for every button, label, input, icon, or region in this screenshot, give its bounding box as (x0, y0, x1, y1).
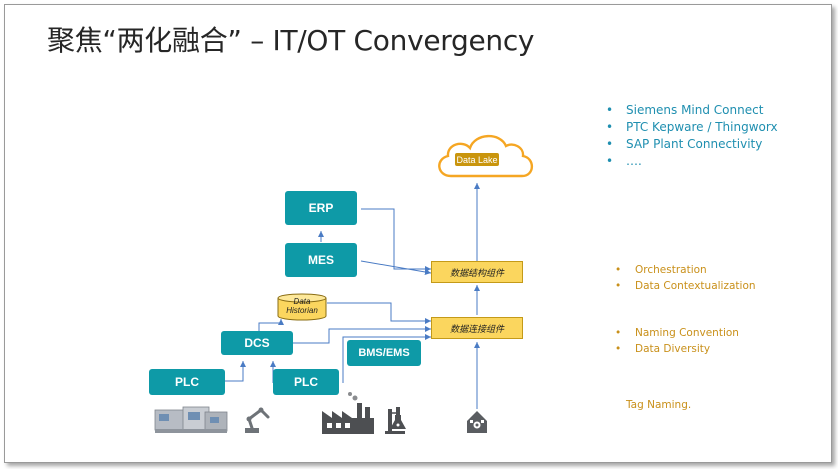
factory-icon (322, 392, 374, 434)
data-connect-component: 数据连接组件 (431, 317, 523, 339)
list-item: SAP Plant Connectivity (606, 136, 778, 153)
robot-arm-icon (245, 407, 270, 433)
historian-line-1: Data (293, 297, 311, 306)
machine-tools-icon (154, 406, 228, 433)
bms-ems-node: BMS/EMS (347, 340, 421, 366)
connect-function-list: Naming Convention Data Diversity (615, 326, 739, 357)
plc-node-2: PLC (273, 369, 339, 395)
connectivity-product-list: Siemens Mind Connect PTC Kepware / Thing… (606, 102, 778, 170)
connector-plc2-connect (342, 334, 431, 383)
plc-node-1: PLC (149, 369, 225, 395)
diagram-connectors (154, 134, 534, 434)
list-item: PTC Kepware / Thingworx (606, 119, 778, 136)
list-item: Data Contextualization (615, 279, 756, 295)
mes-node: MES (285, 243, 357, 277)
erp-node: ERP (285, 191, 357, 225)
connector-dcs-historian (258, 319, 284, 332)
slide: 聚焦“两化融合” – IT/OT Convergency (4, 4, 832, 463)
tag-naming-label: Tag Naming. (626, 399, 692, 411)
connector-dcs-connect (293, 326, 431, 344)
dcs-node: DCS (221, 331, 293, 355)
structure-function-list: Orchestration Data Contextualization (615, 263, 756, 294)
data-historian-cylinder (277, 293, 327, 321)
connector-historian-connect (327, 302, 431, 324)
data-structure-component: 数据结构组件 (431, 261, 523, 283)
list-item: Siemens Mind Connect (606, 102, 778, 119)
list-item: Naming Convention (615, 326, 739, 342)
historian-line-2: Historian (286, 306, 318, 315)
chemistry-flask-icon (385, 407, 406, 434)
data-lake-label: Data Lake (455, 153, 499, 166)
connector-mes-structure (360, 260, 432, 275)
connector-erp-structure (361, 208, 431, 272)
data-historian-label: Data Historian (279, 297, 325, 315)
slide-title: 聚焦“两化融合” – IT/OT Convergency (47, 24, 535, 57)
connector-plc1-dcs (225, 361, 246, 382)
list-item: Orchestration (615, 263, 756, 279)
list-item: …. (606, 153, 778, 170)
smart-building-icon (467, 411, 487, 433)
list-item: Data Diversity (615, 342, 739, 358)
